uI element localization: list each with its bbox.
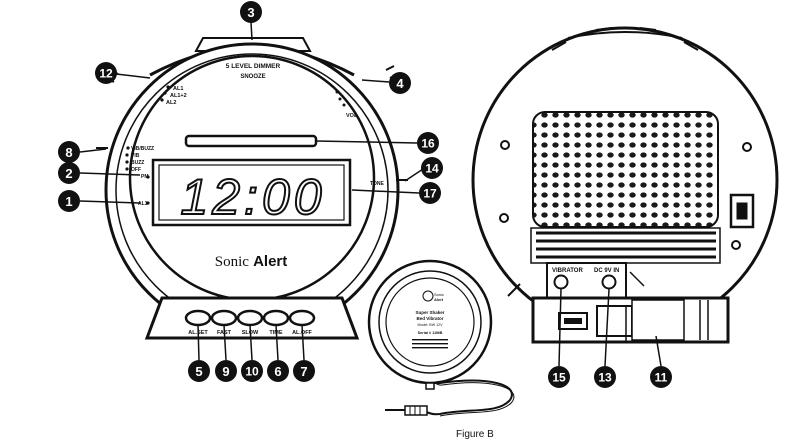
alarm-select-al1: AL1 xyxy=(173,86,183,92)
svg-text:14: 14 xyxy=(425,162,439,176)
callout-11: 11 xyxy=(650,366,672,388)
rear-clock xyxy=(471,26,779,344)
fast-button[interactable] xyxy=(210,309,238,327)
alarm-select-al1-2: AL1+2 xyxy=(170,93,187,99)
dimmer-label: 5 LEVEL DIMMER xyxy=(226,63,281,70)
vibrator-jack-label: VIBRATOR xyxy=(552,268,583,274)
svg-text:3: 3 xyxy=(247,5,254,20)
night-light-bar xyxy=(184,134,318,148)
shaker-serial: Serial # 12MB xyxy=(418,331,443,335)
alarm-select-al2: AL2 xyxy=(166,100,176,106)
brand-logo: Sonic Alert xyxy=(215,253,288,270)
shaker-model-line2: Bed Vibrator xyxy=(417,316,444,321)
svg-text:16: 16 xyxy=(421,137,435,151)
tone-label: TONE xyxy=(370,181,384,187)
front-clock xyxy=(96,37,408,340)
svg-text:8: 8 xyxy=(65,145,72,160)
shaker-plug[interactable] xyxy=(404,405,428,416)
slow-button[interactable] xyxy=(236,309,264,327)
display-time: 12:00 xyxy=(180,169,325,225)
callout-5: 5 xyxy=(188,360,210,382)
callout-4: 4 xyxy=(389,72,411,94)
vibrator-jack[interactable] xyxy=(553,274,569,290)
svg-text:11: 11 xyxy=(655,371,668,385)
al1-indicator: AL1 xyxy=(138,201,148,207)
callout-16: 16 xyxy=(417,132,439,154)
dc-jack-label: DC 9V IN xyxy=(594,268,619,274)
callout-12: 12 xyxy=(95,62,117,84)
callout-17: 17 xyxy=(419,182,441,204)
svg-text:5: 5 xyxy=(195,364,202,379)
mode-off: OFF xyxy=(131,167,141,173)
shaker-figure-label: Figure B xyxy=(456,429,494,440)
dc-jack[interactable] xyxy=(601,274,617,290)
svg-text:4: 4 xyxy=(396,76,404,91)
svg-text:7: 7 xyxy=(300,364,307,379)
svg-text:13: 13 xyxy=(598,371,612,385)
mode-buzz: BUZZ xyxy=(131,160,144,166)
al-off-button[interactable] xyxy=(288,309,316,327)
callout-15: 15 xyxy=(548,366,570,388)
callout-2: 2 xyxy=(58,162,80,184)
callout-14: 14 xyxy=(421,157,443,179)
svg-text:1: 1 xyxy=(65,194,72,209)
volume-label: VOL xyxy=(346,113,358,119)
callout-3: 3 xyxy=(240,1,262,23)
callout-13: 13 xyxy=(594,366,616,388)
callout-6: 6 xyxy=(267,360,289,382)
svg-text:2: 2 xyxy=(65,166,72,181)
callout-1: 1 xyxy=(58,190,80,212)
callout-9: 9 xyxy=(215,360,237,382)
svg-text:10: 10 xyxy=(245,365,259,379)
svg-text:17: 17 xyxy=(423,187,437,201)
shaker-model-line1: Super Shaker xyxy=(415,310,444,315)
brand-regular: Sonic xyxy=(215,254,250,270)
mode-vib: VIB xyxy=(131,153,140,159)
shaker-rating: Model: BW 12V xyxy=(418,323,444,327)
callout-7: 7 xyxy=(293,360,315,382)
speaker-grill xyxy=(532,111,719,228)
callout-10: 10 xyxy=(241,360,263,382)
mode-vib-buzz: VIB/BUZZ xyxy=(131,146,154,152)
brand-bold: Alert xyxy=(253,253,287,270)
bed-shaker xyxy=(367,259,515,417)
pm-indicator: PM xyxy=(141,174,149,180)
al-set-button[interactable] xyxy=(184,309,212,327)
svg-text:6: 6 xyxy=(274,364,281,379)
shaker-logo-line2: Alert xyxy=(434,297,444,302)
svg-text:12: 12 xyxy=(99,67,113,81)
svg-text:9: 9 xyxy=(222,364,229,379)
shaker-logo-line1: Sonic xyxy=(434,292,444,297)
snooze-label: SNOOZE xyxy=(240,74,265,80)
callout-8: 8 xyxy=(58,141,80,163)
svg-text:15: 15 xyxy=(552,371,566,385)
time-button[interactable] xyxy=(262,309,290,327)
